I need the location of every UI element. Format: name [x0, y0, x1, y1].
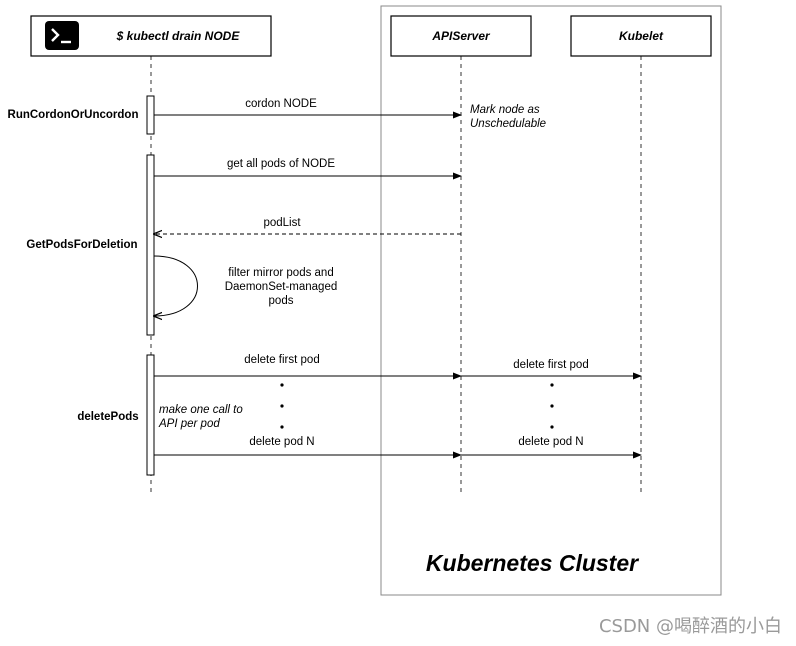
apiserver-participant-label: APIServer — [431, 29, 491, 43]
activation-cordon — [146, 95, 155, 135]
message-delete-n-api-label: delete pod N — [249, 436, 314, 448]
kubelet-participant: Kubelet — [570, 15, 712, 57]
message-pod-list-label: podList — [263, 217, 301, 229]
note-mark-unschedulable-line-1: Mark node as — [470, 104, 540, 116]
phase-label-delete: deletePods — [77, 411, 138, 423]
cluster-label: Kubernetes Cluster — [426, 550, 639, 576]
cluster-frame — [380, 5, 722, 596]
message-delete-n-kubelet-label: delete pod N — [518, 436, 583, 448]
note-filter-line-3: pods — [269, 295, 294, 307]
watermark: CSDN @喝醉酒的小白 — [598, 616, 782, 637]
kubelet-participant-label: Kubelet — [619, 29, 664, 43]
activation-delete — [146, 354, 155, 476]
message-delete-first-api-label: delete first pod — [244, 354, 319, 366]
note-mark-unschedulable-line-2: Unschedulable — [470, 118, 546, 130]
phase-label-cordon: RunCordonOrUncordon — [8, 109, 139, 121]
cli-participant-label: $ kubectl drain NODE — [116, 29, 241, 43]
self-call-filter-arrow — [154, 255, 198, 316]
message-cordon-label: cordon NODE — [245, 98, 317, 110]
ellipsis-dots-kubelet — [550, 383, 554, 429]
phase-label-get-pods: GetPodsForDeletion — [26, 239, 137, 251]
terminal-icon — [45, 21, 79, 50]
cli-participant: $ kubectl drain NODE — [30, 15, 272, 57]
apiserver-participant: APIServer — [390, 15, 532, 57]
note-one-call-line-2: API per pod — [158, 418, 220, 430]
note-filter-line-2: DaemonSet-managed — [225, 281, 338, 293]
note-one-call-line-1: make one call to — [159, 404, 243, 416]
note-filter-line-1: filter mirror pods and — [228, 267, 333, 279]
ellipsis-dots-api — [280, 383, 284, 429]
message-get-pods-label: get all pods of NODE — [227, 158, 335, 170]
message-delete-first-kubelet-label: delete first pod — [513, 359, 588, 371]
activation-get-pods — [146, 154, 155, 336]
